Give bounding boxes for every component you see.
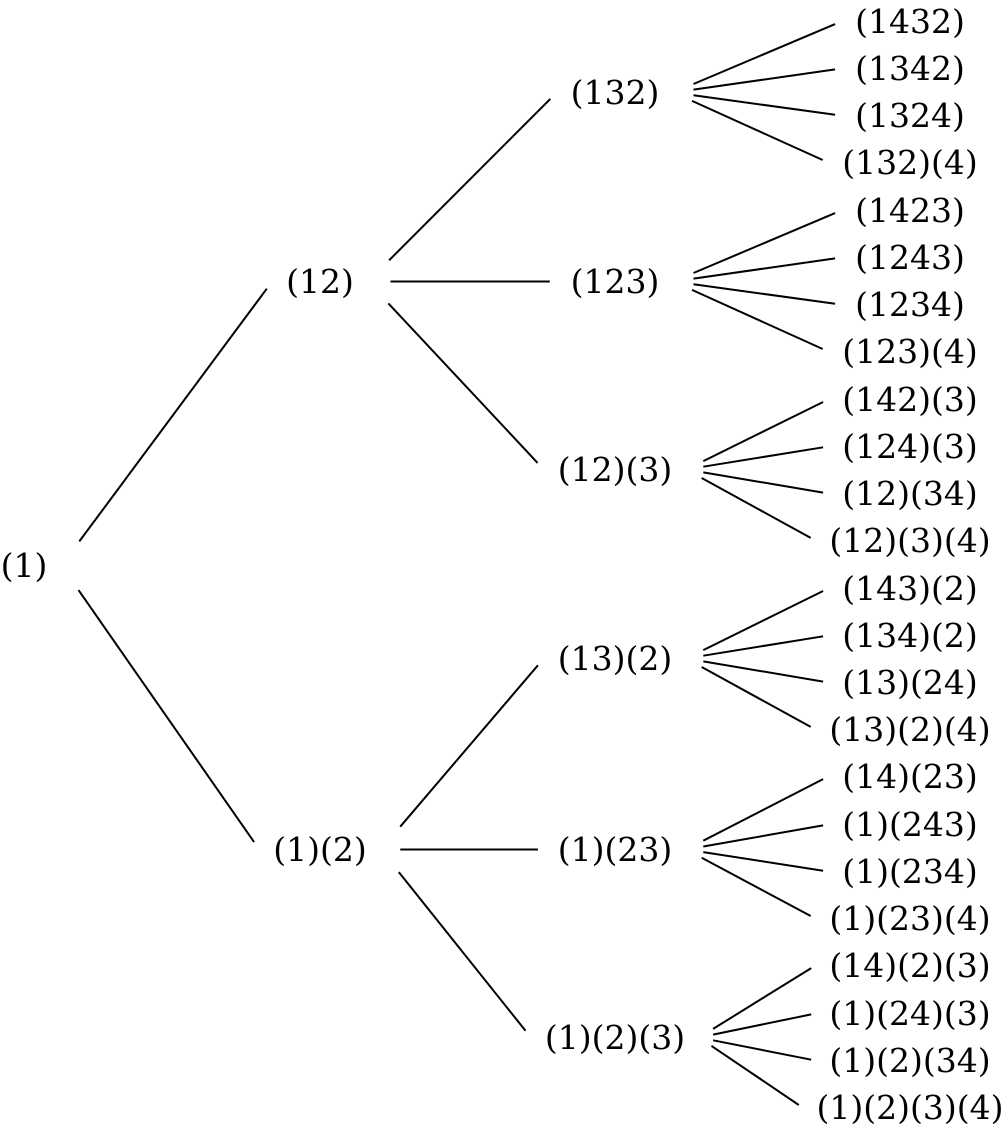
tree-edge-26 — [701, 856, 812, 917]
leaf-0-1-2: (1234) — [855, 285, 965, 324]
leaf-1-2-3: (1)(2)(3)(4) — [817, 1088, 1004, 1127]
tree-edge-16 — [77, 589, 255, 843]
tree-edges — [77, 23, 836, 1106]
node-l2-0-2: (12)(3) — [558, 450, 673, 489]
tree-edge-18 — [702, 590, 824, 651]
leaf-0-0-1: (1342) — [855, 49, 965, 88]
node-l2-1-0: (13)(2) — [558, 639, 673, 678]
leaf-1-2-2: (1)(2)(34) — [829, 1041, 990, 1080]
tree-edge-24 — [703, 824, 824, 848]
tree-edge-19 — [703, 635, 824, 657]
tree-edge-15 — [701, 477, 812, 539]
tree-edge-25 — [703, 851, 824, 872]
node-l2-0-1: (123) — [571, 262, 660, 301]
tree-edge-31 — [710, 1045, 800, 1106]
tree-edge-11 — [387, 302, 539, 464]
leaf-0-2-2: (12)(34) — [842, 474, 977, 513]
leaf-1-0-2: (13)(24) — [842, 663, 977, 702]
tree-edge-29 — [712, 1013, 812, 1036]
tree-edge-0 — [78, 288, 268, 542]
node-l2-0-0: (132) — [571, 73, 660, 112]
tree-edge-14 — [703, 471, 824, 494]
tree-edge-8 — [693, 257, 836, 280]
leaf-1-0-0: (143)(2) — [842, 569, 977, 608]
tree-edge-10 — [691, 288, 824, 350]
leaf-0-2-0: (142)(3) — [842, 380, 977, 419]
leaf-1-1-3: (1)(23)(4) — [829, 899, 990, 938]
tree-edge-2 — [693, 23, 836, 85]
tree-edge-21 — [701, 666, 812, 728]
tree-edge-5 — [691, 99, 824, 161]
leaf-0-2-1: (124)(3) — [842, 427, 977, 466]
tree-edge-17 — [399, 664, 539, 828]
node-l1-0: (12) — [286, 262, 354, 301]
tree-edge-13 — [703, 446, 824, 468]
tree-edge-23 — [702, 778, 824, 842]
leaf-0-1-1: (1243) — [855, 238, 965, 277]
leaf-0-0-3: (132)(4) — [842, 143, 977, 182]
tree-edge-27 — [398, 871, 527, 1032]
leaf-1-0-3: (13)(2)(4) — [829, 710, 990, 749]
leaf-1-1-2: (1)(234) — [842, 852, 977, 891]
tree-edge-12 — [702, 401, 824, 462]
tree-edge-1 — [388, 98, 552, 262]
tree-edge-20 — [703, 660, 824, 683]
leaf-1-1-0: (14)(23) — [842, 757, 977, 796]
tree-edge-30 — [712, 1039, 812, 1061]
leaf-0-0-0: (1432) — [855, 2, 965, 41]
leaf-0-2-3: (12)(3)(4) — [829, 521, 990, 560]
node-l2-1-1: (1)(23) — [558, 830, 673, 869]
tree-edge-3 — [693, 68, 836, 91]
leaf-0-1-0: (1423) — [855, 191, 965, 230]
tree-edge-9 — [693, 283, 836, 305]
leaf-0-1-3: (123)(4) — [842, 332, 977, 371]
tree-edge-7 — [693, 212, 836, 274]
tree-edge-28 — [712, 967, 812, 1030]
leaf-1-2-1: (1)(24)(3) — [829, 994, 990, 1033]
tree-edge-4 — [693, 94, 836, 116]
leaf-1-2-0: (14)(2)(3) — [829, 946, 990, 985]
node-l1-1: (1)(2) — [273, 830, 367, 869]
leaf-0-0-2: (1324) — [855, 96, 965, 135]
node-l2-1-2: (1)(2)(3) — [545, 1018, 685, 1057]
node-root: (1) — [1, 546, 48, 585]
leaf-1-0-1: (134)(2) — [842, 616, 977, 655]
leaf-1-1-1: (1)(243) — [842, 805, 977, 844]
